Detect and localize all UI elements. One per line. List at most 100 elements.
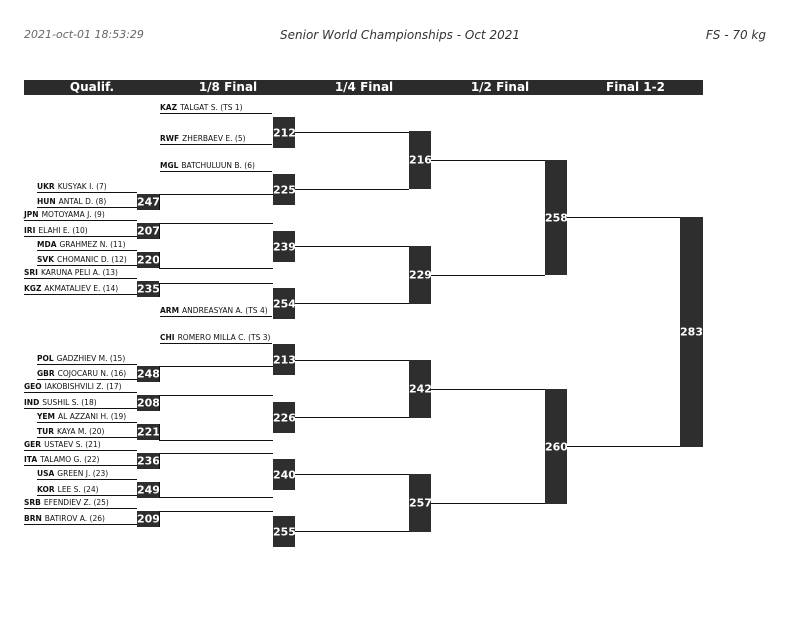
bracket-line (159, 424, 160, 440)
competitor-name: ANDREASYAN A. (TS 4) (182, 306, 268, 315)
competitor-name: GRAHMEZ N. (11) (59, 240, 126, 249)
bout-number: 258 (545, 211, 568, 224)
bracket-line (431, 503, 545, 504)
bracket-line (159, 511, 160, 527)
competitor-name: LEE S. (24) (57, 485, 99, 494)
bout-number: 235 (137, 282, 160, 296)
competitor-name: AL AZZANI H. (19) (58, 412, 127, 421)
competitor-name: KUSYAK I. (7) (57, 182, 107, 191)
bracket-line (159, 252, 160, 268)
competitor-name: KAYA M. (20) (56, 427, 105, 436)
qualif-bout-box: 208 (137, 395, 160, 411)
country-code: HUN (37, 197, 56, 206)
bout-number: 260 (545, 440, 568, 453)
bout-number: 257 (409, 496, 432, 510)
competitor-name: CHOMANIC D. (12) (57, 255, 127, 264)
bracket-line (159, 283, 273, 284)
competitor-name: ANTAL D. (8) (58, 197, 107, 206)
competitor-name: ZHERBAEV E. (5) (182, 134, 246, 143)
bout-number: 213 (273, 353, 296, 366)
competitor-name: MOTOYAMA J. (9) (41, 210, 105, 219)
competitor-name: KARUNA PELI A. (13) (40, 268, 118, 277)
quarter-final-bout-box: 229 (409, 246, 432, 304)
bout-number: 220 (137, 253, 160, 267)
bracket-line (159, 497, 273, 498)
bout-number: 209 (137, 512, 160, 526)
semi-final-bout-box: 260 (545, 389, 568, 504)
bracket-line (431, 389, 545, 390)
bracket-line (295, 132, 409, 133)
bracket-line (159, 366, 160, 382)
bout-number: 254 (273, 297, 296, 310)
print-timestamp: 2021-oct-01 18:53:29 (24, 28, 144, 41)
country-code: YEM (37, 412, 56, 421)
bout-number: 239 (273, 240, 296, 253)
quarter-final-bout-box: 242 (409, 360, 432, 418)
qualif-bout-box: 236 (137, 453, 160, 469)
bout-number: 216 (409, 153, 432, 167)
eighth-final-bout-box: 255 (273, 516, 296, 547)
eighth-final-bout-box: 226 (273, 402, 296, 433)
qualif-bout-box: 209 (137, 511, 160, 527)
bracket-line (159, 223, 273, 224)
bout-number: 208 (137, 396, 160, 410)
bout-number: 236 (137, 454, 160, 468)
competitor-name: TALAMO G. (22) (40, 455, 100, 464)
column-header-final: Final 1-2 (606, 80, 665, 94)
bracket-line (159, 194, 160, 210)
qualif-bout-box: 235 (137, 281, 160, 297)
country-code: JPN (24, 210, 39, 219)
country-code: UKR (37, 182, 55, 191)
bout-number: 240 (273, 468, 296, 481)
competitor-name: USTAEV S. (21) (44, 440, 101, 449)
bracket-line (431, 275, 545, 276)
bracket-line (159, 453, 273, 454)
bracket-line (295, 360, 409, 361)
bracket-line (295, 417, 409, 418)
country-code: USA (37, 469, 55, 478)
bracket-line (159, 223, 160, 239)
bracket-line (159, 511, 273, 512)
bracket-line (159, 268, 273, 269)
bracket-line (159, 283, 160, 297)
bracket-line (159, 395, 273, 396)
country-code: KAZ (160, 103, 178, 112)
bout-number: 212 (273, 126, 296, 139)
qualif-bout-box: 249 (137, 482, 160, 498)
country-code: IND (24, 398, 40, 407)
bracket-line (431, 160, 545, 161)
competitor-name: TALGAT S. (TS 1) (180, 103, 243, 112)
bout-number: 283 (680, 325, 703, 339)
eighth-final-bout-box: 254 (273, 288, 296, 319)
eighth-final-bout-box: 240 (273, 459, 296, 490)
country-code: KGZ (24, 284, 42, 293)
bracket-line (295, 303, 409, 304)
quarter-final-bout-box: 257 (409, 474, 432, 532)
country-code: CHI (160, 333, 175, 342)
column-header-semi-final: 1/2 Final (470, 80, 530, 94)
country-code: POL (37, 354, 54, 363)
country-code: TUR (37, 427, 54, 436)
eighth-final-bout-box: 212 (273, 117, 296, 148)
bout-number: 229 (409, 268, 432, 282)
competitor-name: BATCHULUUN B. (6) (181, 161, 255, 170)
country-code: ITA (24, 455, 38, 464)
semi-final-bout-box: 258 (545, 160, 568, 275)
eighth-final-bout-box: 225 (273, 174, 296, 205)
